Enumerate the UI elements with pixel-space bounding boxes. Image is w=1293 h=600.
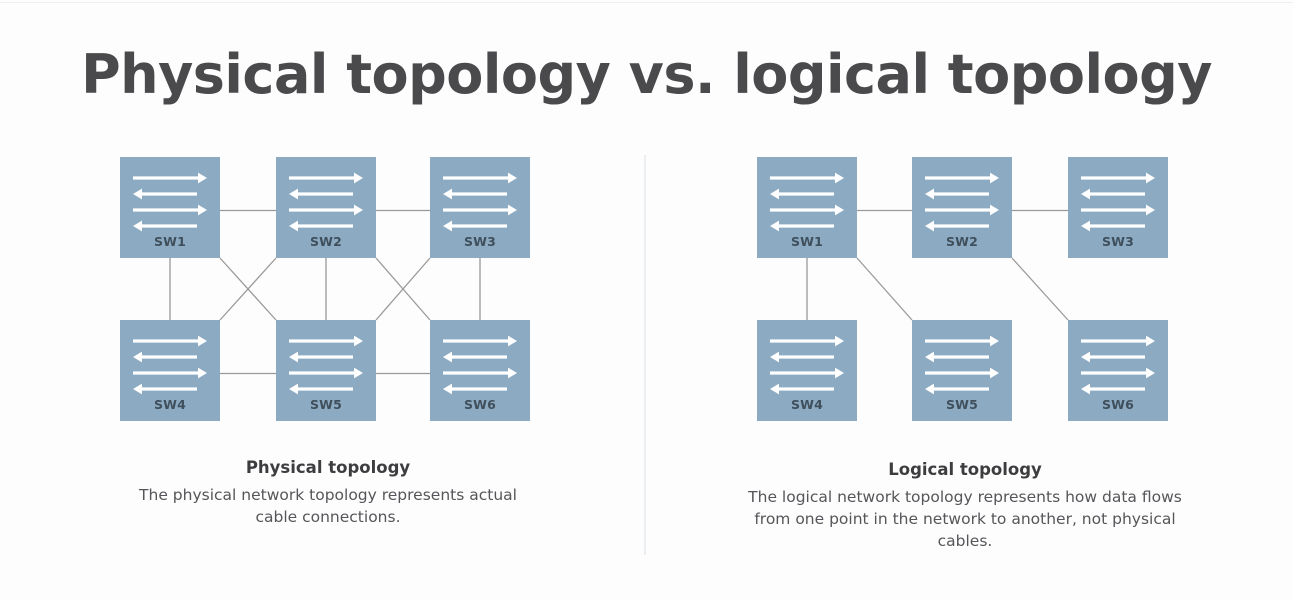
switch-arrows-icon: [133, 172, 207, 232]
caption-title-logical: Logical topology: [888, 460, 1042, 479]
switch-icon: [1079, 333, 1157, 397]
top-rule: [0, 2, 1293, 3]
switch-icon: [287, 333, 365, 397]
switch-arrows-icon: [1081, 335, 1155, 395]
switch-icon: [287, 170, 365, 234]
switch-arrows-icon: [289, 172, 363, 232]
switch-arrows-icon: [133, 335, 207, 395]
caption-logical: Logical topology The logical network top…: [740, 460, 1190, 552]
caption-title-physical: Physical topology: [245, 458, 411, 477]
switch-node-sw2[interactable]: SW2: [276, 157, 376, 258]
edge-physical-sw3-sw5: [375, 257, 431, 321]
switch-icon: [768, 170, 846, 234]
switch-icon: [768, 333, 846, 397]
switch-node-sw5[interactable]: SW5: [276, 320, 376, 421]
switch-node-sw1[interactable]: SW1: [757, 157, 857, 258]
switch-icon: [131, 333, 209, 397]
switch-node-sw2[interactable]: SW2: [912, 157, 1012, 258]
switch-node-sw4[interactable]: SW4: [757, 320, 857, 421]
switch-node-sw3[interactable]: SW3: [1068, 157, 1168, 258]
switch-icon: [923, 333, 1001, 397]
switch-arrows-icon: [925, 172, 999, 232]
switch-arrows-icon: [1081, 172, 1155, 232]
switch-icon: [923, 170, 1001, 234]
switch-label: SW1: [153, 234, 187, 249]
switch-arrows-icon: [443, 172, 517, 232]
switch-label: SW3: [1101, 234, 1135, 249]
caption-body-logical: The logical network topology represents …: [748, 488, 1182, 550]
caption-body-physical: The physical network topology represents…: [139, 486, 517, 526]
switch-arrows-icon: [443, 335, 517, 395]
switch-arrows-icon: [770, 172, 844, 232]
switch-label: SW3: [463, 234, 497, 249]
switch-label: SW1: [790, 234, 824, 249]
edge-physical-sw1-sw5: [219, 257, 277, 321]
switch-node-sw4[interactable]: SW4: [120, 320, 220, 421]
switch-label: SW6: [463, 397, 497, 412]
caption-physical: Physical topology The physical network t…: [128, 458, 528, 528]
switch-icon: [441, 170, 519, 234]
switch-label: SW6: [1101, 397, 1135, 412]
page-title: Physical topology vs. logical topology: [81, 43, 1212, 106]
edge-physical-sw2-sw4: [219, 257, 277, 321]
switch-icon: [131, 170, 209, 234]
switch-arrows-icon: [289, 335, 363, 395]
switch-node-sw1[interactable]: SW1: [120, 157, 220, 258]
switch-node-sw5[interactable]: SW5: [912, 320, 1012, 421]
edge-physical-sw2-sw6: [375, 257, 431, 321]
switch-label: SW5: [945, 397, 979, 412]
switch-arrows-icon: [925, 335, 999, 395]
switch-label: SW2: [309, 234, 343, 249]
switch-label: SW4: [790, 397, 824, 412]
edge-logical-sw1-sw5: [856, 257, 913, 321]
switch-label: SW2: [945, 234, 979, 249]
switch-node-sw3[interactable]: SW3: [430, 157, 530, 258]
edge-logical-sw2-sw6: [1011, 257, 1069, 321]
switch-node-sw6[interactable]: SW6: [1068, 320, 1168, 421]
panel-divider: [644, 155, 646, 555]
switch-icon: [441, 333, 519, 397]
switch-label: SW5: [309, 397, 343, 412]
switch-node-sw6[interactable]: SW6: [430, 320, 530, 421]
switch-arrows-icon: [770, 335, 844, 395]
switch-label: SW4: [153, 397, 187, 412]
switch-icon: [1079, 170, 1157, 234]
